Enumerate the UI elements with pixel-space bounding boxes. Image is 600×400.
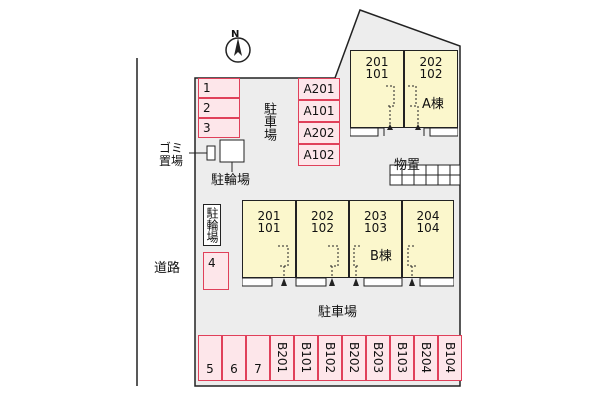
- entrance-arrow-icon: [409, 278, 415, 286]
- parking-stall-6: 6: [222, 335, 246, 381]
- unit-b-203: 203: [364, 209, 387, 223]
- parking-stall-a101: A101: [298, 100, 340, 122]
- stall-label: B103: [395, 342, 409, 374]
- stall-label: B202: [347, 342, 361, 374]
- parking-stall-a202: A202: [298, 122, 340, 144]
- stall-label: B102: [323, 342, 337, 374]
- compass: N: [224, 29, 254, 64]
- entrance-arrow-icon: [353, 278, 359, 286]
- unit-b-202: 202: [311, 209, 334, 223]
- bike-lot-label-2: 駐輪場: [203, 204, 221, 246]
- unit-a-202: 202: [419, 55, 443, 69]
- parking-stall-b104: B104: [438, 335, 462, 381]
- unit-a-201: 201: [365, 55, 389, 69]
- road-label: 道路: [154, 261, 181, 276]
- compass-north-label: N: [231, 29, 240, 40]
- unit-a-102: 102: [419, 67, 443, 81]
- bike-shelter-box: [219, 139, 245, 163]
- unit-b-103: 103: [364, 221, 387, 235]
- parking-stall-3: 3: [198, 118, 240, 138]
- stall-label: B204: [419, 342, 433, 374]
- parking-stall-4: 4: [203, 252, 229, 290]
- storage-label: 物置: [394, 158, 421, 173]
- building-b-unit-2: [296, 200, 349, 278]
- entrance-arrow-icon: [281, 278, 287, 286]
- garbage-label: ゴミ置場: [158, 141, 183, 168]
- building-a-stairs: [350, 85, 458, 137]
- building-b-unit-3: [349, 200, 402, 278]
- building-b-stairs: [242, 245, 454, 287]
- bottom-stall-row: 5 6 7 B201 B101 B102 B202 B203 B103 B204…: [198, 335, 464, 381]
- building-a-unit-2: [404, 50, 458, 128]
- unit-b-102: 102: [311, 221, 334, 235]
- unit-a-101: 101: [365, 67, 389, 81]
- bike-lot-label: 駐輪場: [211, 173, 251, 188]
- parking-stall-a201: A201: [298, 78, 340, 100]
- building-b-unit-4: [402, 200, 454, 278]
- parking-stall-2: 2: [198, 98, 240, 118]
- unit-b-201: 201: [257, 209, 281, 223]
- parking-stall-1: 1: [198, 78, 240, 98]
- building-a-unit-1: [350, 50, 404, 128]
- stall-label: B104: [443, 342, 457, 374]
- parking-stall-a102: A102: [298, 144, 340, 166]
- parking-stall-7: 7: [246, 335, 270, 381]
- parking-stall-b204: B204: [414, 335, 438, 381]
- entrance-arrow-icon: [387, 124, 393, 130]
- parking-label-top: 駐車場: [261, 102, 276, 141]
- building-b: 201 101 202 102 203 103 204 104 B棟: [242, 200, 454, 290]
- unit-b-104: 104: [416, 221, 440, 235]
- parking-label-bottom: 駐車場: [318, 305, 358, 320]
- storage-sheds: [389, 164, 461, 186]
- compass-icon: [225, 37, 251, 63]
- unit-b-101: 101: [257, 221, 281, 235]
- building-b-label: B棟: [370, 249, 392, 264]
- building-a-label: A棟: [422, 97, 444, 112]
- parking-stall-b103: B103: [390, 335, 414, 381]
- building-a: 201 101 202 102 A棟: [350, 50, 458, 138]
- parking-stall-b203: B203: [366, 335, 390, 381]
- parking-stall-b101: B101: [294, 335, 318, 381]
- stall-label: B101: [299, 342, 313, 374]
- parking-stall-b202: B202: [342, 335, 366, 381]
- entrance-arrow-icon: [329, 278, 335, 286]
- parking-stall-b102: B102: [318, 335, 342, 381]
- stall-label: B201: [275, 342, 289, 374]
- garbage-box: [206, 145, 216, 161]
- parking-stall-5: 5: [198, 335, 222, 381]
- stall-label: B203: [371, 342, 385, 374]
- parking-stall-b201: B201: [270, 335, 294, 381]
- entrance-arrow-icon: [415, 124, 421, 130]
- unit-b-204: 204: [416, 209, 440, 223]
